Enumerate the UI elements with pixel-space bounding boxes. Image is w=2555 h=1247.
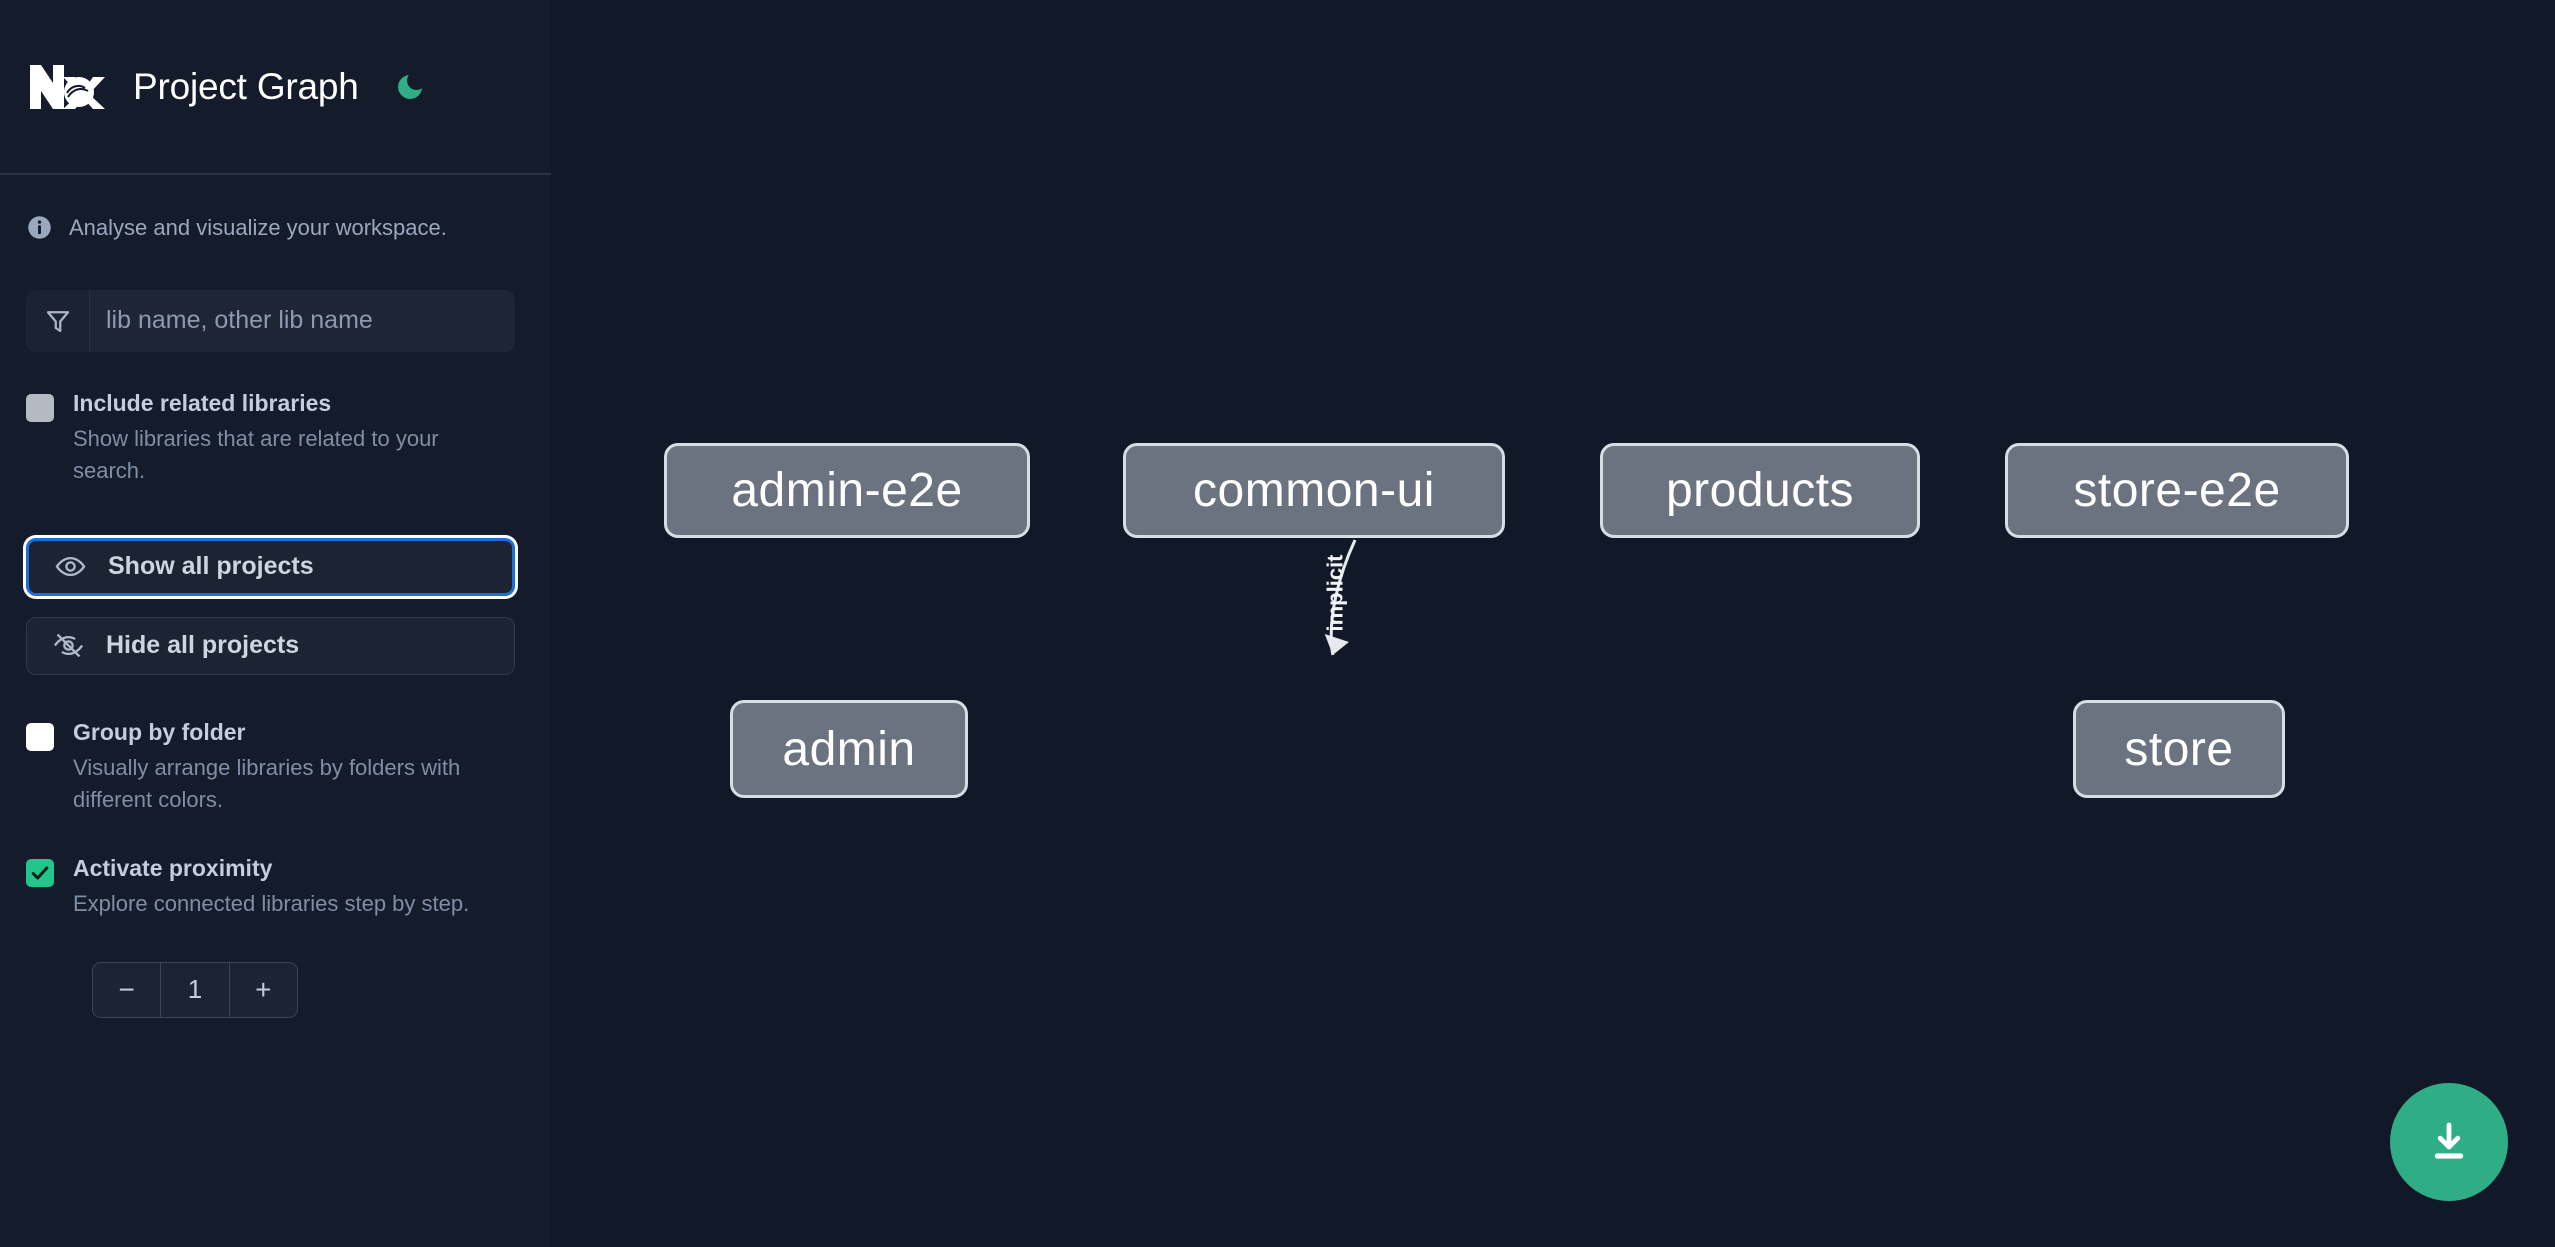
graph-node-label: store-e2e [2073, 464, 2281, 517]
nx-logo-icon [27, 61, 105, 113]
search-input[interactable] [90, 289, 515, 352]
info-icon [26, 214, 53, 241]
graph-node-label: admin-e2e [731, 464, 963, 517]
page-title: Project Graph [133, 65, 359, 107]
hide-all-projects-button[interactable]: Hide all projects [26, 616, 515, 675]
workspace-info: Analyse and visualize your workspace. [26, 175, 515, 243]
activate-proximity-description: Explore connected libraries step by step… [73, 891, 470, 917]
include-related-libraries-label: Include related libraries [73, 389, 332, 416]
include-related-libraries-checkbox[interactable] [26, 393, 54, 422]
group-by-folder-label: Group by folder [73, 718, 246, 745]
proximity-increment-button[interactable]: + [229, 962, 297, 1017]
option-activate-proximity[interactable]: Activate proximity Explore connected lib… [26, 855, 515, 920]
hide-all-projects-label: Hide all projects [106, 631, 300, 660]
sidebar: Project Graph Analyse and visualize your… [0, 0, 551, 1247]
sidebar-header: Project Graph [0, 0, 551, 175]
graph-edge-label-admin: implicit [1322, 554, 1348, 632]
show-all-projects-button[interactable]: Show all projects [26, 537, 515, 596]
graph-node-store-e2e[interactable]: store-e2e [2005, 443, 2349, 538]
proximity-stepper: − 1 + [92, 961, 298, 1018]
graph-node-common-ui[interactable]: common-ui [1123, 443, 1505, 538]
activate-proximity-label: Activate proximity [73, 854, 273, 881]
option-include-related-libraries[interactable]: Include related libraries Show libraries… [26, 390, 515, 486]
graph-edges [1324, 539, 1357, 656]
moon-icon[interactable] [390, 67, 430, 107]
graph-node-admin-e2e[interactable]: admin-e2e [664, 443, 1030, 538]
group-by-folder-description: Visually arrange libraries by folders wi… [73, 755, 461, 812]
graph-node-label: products [1665, 464, 1855, 517]
filter-funnel-icon[interactable] [26, 289, 90, 352]
show-all-projects-label: Show all projects [108, 552, 314, 581]
eye-off-icon [53, 630, 84, 661]
activate-proximity-checkbox[interactable] [26, 858, 54, 887]
option-group-by-folder[interactable]: Group by folder Visually arrange librari… [26, 719, 515, 815]
graph-node-label: admin [782, 722, 916, 776]
proximity-value: 1 [160, 962, 230, 1017]
graph-node-label: store [2124, 722, 2234, 776]
filter-bar [26, 289, 515, 352]
graph-node-store[interactable]: store [2073, 700, 2285, 798]
graph-canvas[interactable]: admin-e2e common-ui products store-e2e a… [551, 0, 2555, 1247]
graph-node-admin[interactable]: admin [730, 700, 968, 798]
graph-node-label: common-ui [1193, 464, 1435, 517]
proximity-decrement-button[interactable]: − [93, 962, 161, 1017]
sidebar-body: Analyse and visualize your workspace. In… [0, 175, 551, 1018]
workspace-info-text: Analyse and visualize your workspace. [69, 215, 447, 240]
download-graph-button[interactable] [2390, 1083, 2508, 1201]
group-by-folder-checkbox[interactable] [26, 722, 54, 751]
graph-node-products[interactable]: products [1600, 443, 1920, 538]
include-related-libraries-description: Show libraries that are related to your … [73, 426, 439, 483]
download-icon [2425, 1118, 2473, 1166]
eye-icon [55, 551, 86, 582]
